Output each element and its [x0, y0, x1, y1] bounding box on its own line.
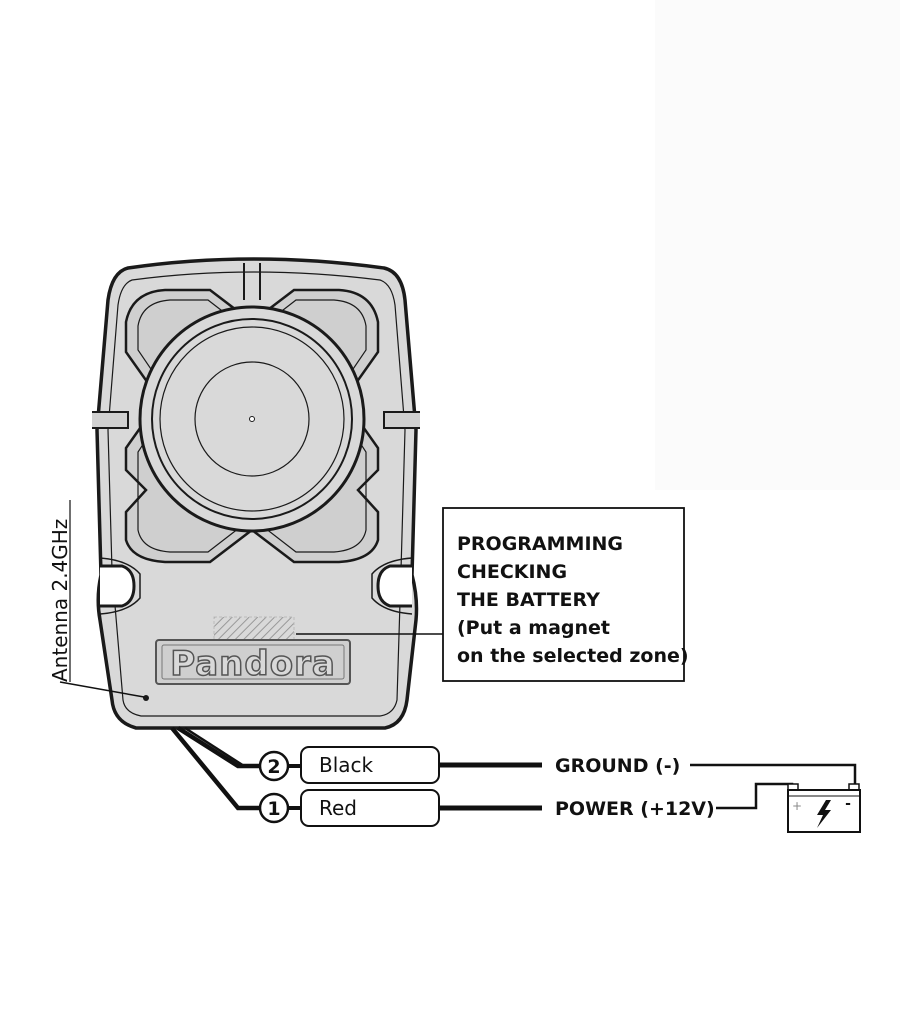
ground-to-battery-line [690, 763, 857, 790]
right-mount-rim [371, 557, 413, 615]
battery-plus: + [792, 799, 802, 813]
left-slot [92, 411, 129, 429]
left-mount-ear [100, 564, 136, 608]
device-inner-rim [107, 271, 406, 717]
right-mount-ear [376, 564, 412, 608]
power-to-battery-line [716, 782, 794, 810]
wire-2-function-label: GROUND (-) [555, 755, 680, 777]
speaker-center-dot [249, 416, 255, 422]
callout-line-5: on the selected zone) [457, 645, 689, 667]
wire-2-path [176, 726, 262, 769]
left-mount-rim [99, 557, 141, 615]
wire-2-number: 2 [267, 756, 280, 778]
background-panel [655, 0, 900, 490]
wire-1-function-label: POWER (+12V) [555, 798, 715, 820]
wire-bundle-extra [184, 726, 245, 768]
callout-box: PROGRAMMING CHECKING THE BATTERY (Put a … [296, 507, 689, 682]
antenna-leader-line [59, 681, 145, 698]
callout-line-4: (Put a magnet [457, 617, 610, 639]
wire-1-color-label: Red [319, 796, 357, 820]
callout-line-3: THE BATTERY [457, 589, 600, 611]
wire-harness: 2 1 Black Red GROUND (-) POWER (+12V) [170, 726, 857, 827]
wire-2-color-label: Black [319, 753, 374, 777]
callout-line-1: PROGRAMMING [457, 533, 623, 555]
antenna-position-dot [143, 695, 149, 701]
speaker-cross-inner [137, 299, 367, 553]
callout-line-2: CHECKING [457, 561, 567, 583]
siren-device: Pandora [92, 257, 420, 730]
battery-minus: - [845, 796, 851, 812]
wire-1-path [170, 726, 262, 811]
antenna-label: Antenna 2.4GHz [48, 519, 72, 682]
wire-1-number: 1 [267, 798, 280, 820]
battery-icon: + - [787, 783, 861, 833]
lightning-bolt-icon [817, 800, 831, 828]
logo-plate [155, 639, 351, 685]
logo-plate-inner [161, 644, 345, 680]
top-notch [243, 263, 261, 300]
brand-logo: Pandora [170, 644, 336, 684]
right-slot [383, 411, 420, 429]
